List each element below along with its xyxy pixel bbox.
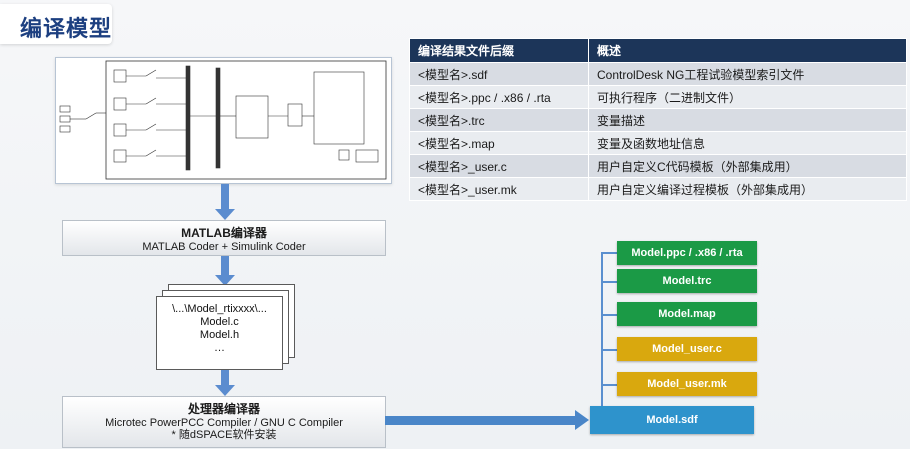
flow-arrow-down-2 (215, 256, 235, 286)
page-title-box: 编译模型 (0, 4, 112, 44)
output-bracket-tick (601, 384, 617, 386)
simulink-model-thumbnail (55, 57, 392, 184)
output-bracket (601, 252, 617, 422)
processor-compiler-box: 处理器编译器 Microtec PowerPCC Compiler / GNU … (62, 396, 386, 448)
table-header-suffix: 编译结果文件后缀 (409, 38, 589, 63)
table-cell-description: 用户自定义C代码模板（外部集成用） (588, 154, 907, 178)
output-user-c-box: Model_user.c (617, 337, 757, 361)
matlab-compiler-title: MATLAB编译器 (181, 226, 267, 240)
output-user-mk-box: Model_user.mk (617, 372, 757, 396)
file-path-line: \...\Model_rtixxxx\... (172, 303, 267, 315)
table-row: <模型名>.trc 变量描述 (409, 108, 907, 132)
table-cell-description: 变量描述 (588, 108, 907, 132)
processor-compiler-note: * 随dSPACE软件安装 (171, 429, 277, 441)
output-sdf-box: Model.sdf (590, 406, 754, 434)
flow-arrow-down-1 (215, 184, 235, 220)
output-bracket-tick (601, 349, 617, 351)
table-cell-suffix: <模型名>.ppc / .x86 / .rta (409, 85, 589, 109)
table-row: <模型名>.ppc / .x86 / .rta 可执行程序（二进制文件） (409, 85, 907, 109)
output-bracket-tick (601, 281, 617, 283)
table-cell-suffix: <模型名>_user.mk (409, 177, 589, 201)
table-cell-suffix: <模型名>.trc (409, 108, 589, 132)
table-header-description: 概述 (588, 38, 907, 63)
processor-compiler-subtitle: Microtec PowerPCC Compiler / GNU C Compi… (105, 417, 343, 429)
table-row: <模型名>_user.mk 用户自定义编译过程模板（外部集成用） (409, 177, 907, 201)
table-cell-suffix: <模型名>.map (409, 131, 589, 155)
flow-arrow-down-3 (215, 362, 235, 396)
simulink-diagram-drawing (59, 60, 387, 180)
matlab-compiler-box: MATLAB编译器 MATLAB Coder + Simulink Coder (62, 220, 386, 256)
generated-files-stack: \...\Model_rtixxxx\... Model.c Model.h … (150, 282, 295, 372)
table-row: <模型名>.sdf ControlDesk NG工程试验模型索引文件 (409, 62, 907, 86)
file-name-line: Model.h (199, 329, 240, 341)
table-cell-description: 可执行程序（二进制文件） (588, 85, 907, 109)
matlab-compiler-subtitle: MATLAB Coder + Simulink Coder (142, 241, 306, 253)
processor-compiler-title: 处理器编译器 (187, 402, 260, 416)
file-name-line: Model.c (200, 316, 239, 328)
output-ppc-box: Model.ppc / .x86 / .rta (617, 241, 757, 265)
table-cell-description: 变量及函数地址信息 (588, 131, 907, 155)
table-cell-description: ControlDesk NG工程试验模型索引文件 (588, 62, 907, 86)
file-ellipsis-line: … (214, 342, 225, 354)
output-trc-box: Model.trc (617, 269, 757, 293)
output-suffix-table: 编译结果文件后缀 概述 <模型名>.sdf ControlDesk NG工程试验… (409, 38, 907, 201)
table-cell-description: 用户自定义编译过程模板（外部集成用） (588, 177, 907, 201)
flow-arrow-right (385, 410, 589, 430)
output-map-box: Model.map (617, 302, 757, 326)
page-title: 编译模型 (20, 16, 113, 41)
table-row: <模型名>.map 变量及函数地址信息 (409, 131, 907, 155)
table-cell-suffix: <模型名>_user.c (409, 154, 589, 178)
output-bracket-tick (601, 314, 617, 316)
table-row: <模型名>_user.c 用户自定义C代码模板（外部集成用） (409, 154, 907, 178)
table-cell-suffix: <模型名>.sdf (409, 62, 589, 86)
file-page-front: \...\Model_rtixxxx\... Model.c Model.h … (156, 296, 283, 370)
